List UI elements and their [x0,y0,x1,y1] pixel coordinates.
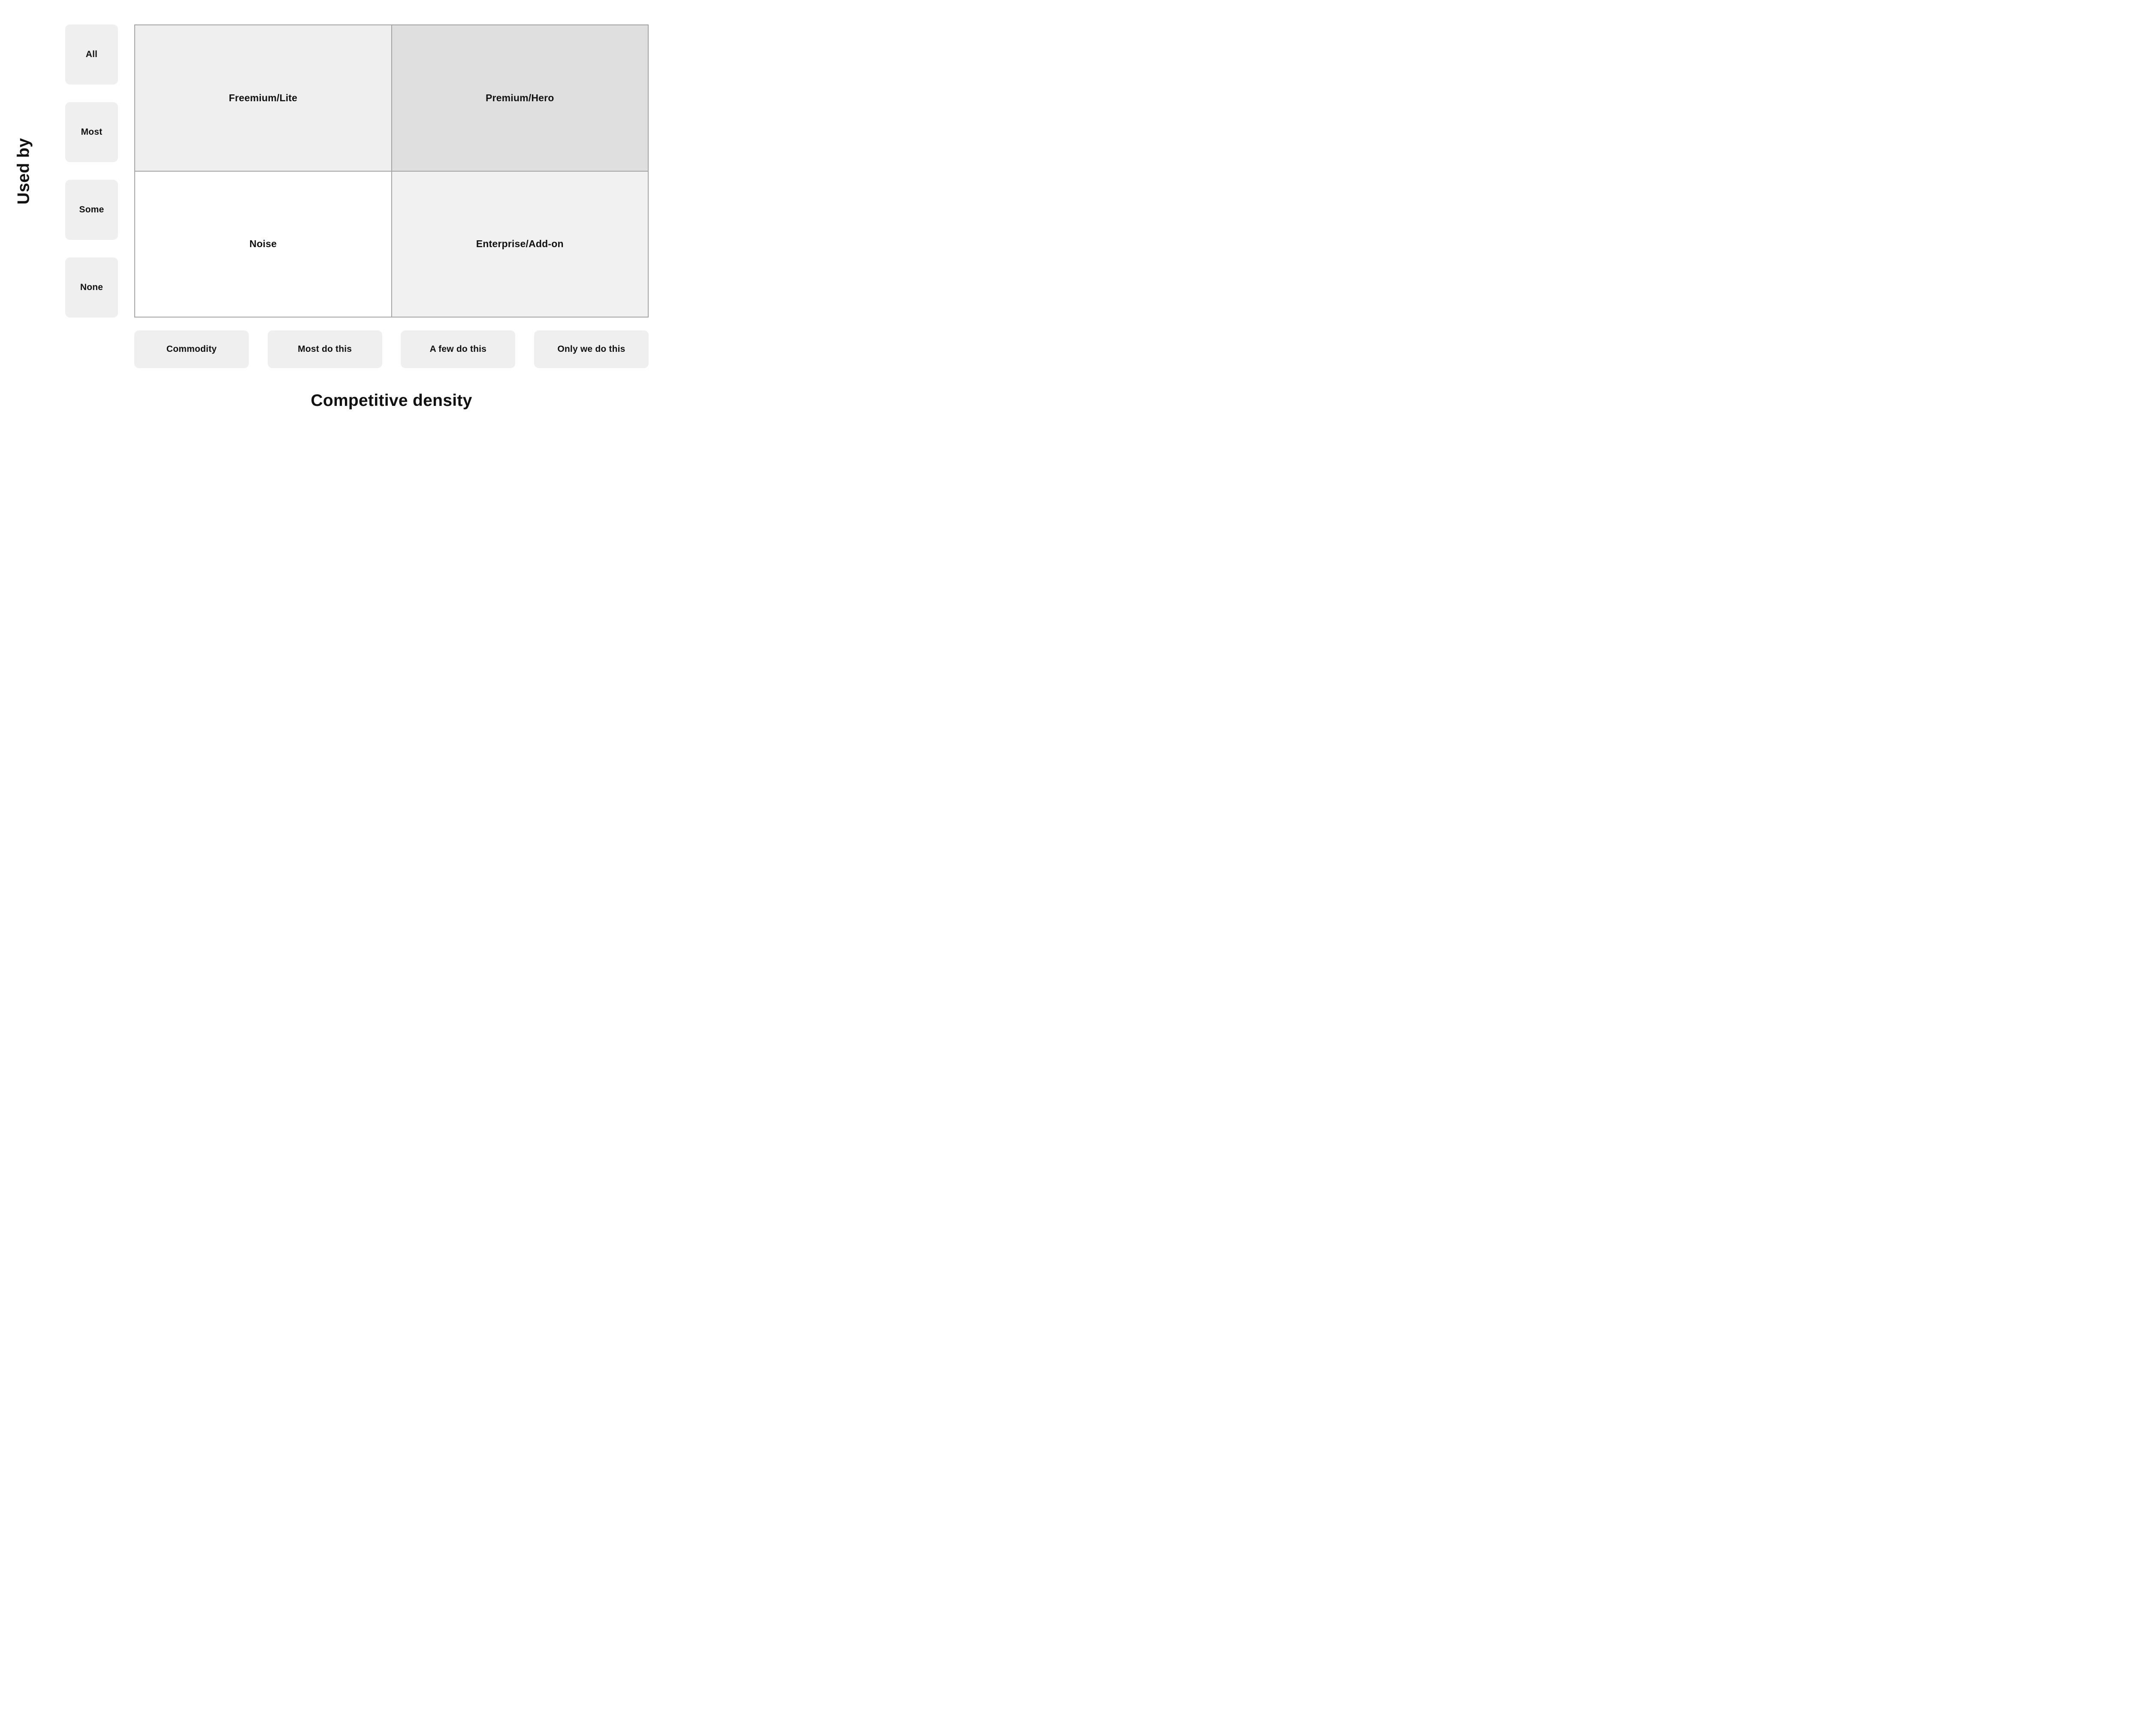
y-axis-label-text: None [80,282,103,292]
y-axis-label-text: All [85,49,98,59]
y-axis-label-text: Some [79,205,104,215]
strategy-matrix-diagram: Used by All Most Some None Freemium/Lite… [0,0,670,434]
y-axis-label-some: Some [65,180,118,240]
y-axis-label-all: All [65,24,118,85]
y-axis-title: Used by [8,24,40,318]
x-axis-title: Competitive density [134,391,649,410]
y-axis-label-text: Most [81,127,103,137]
quadrant-freemium-lite: Freemium/Lite [135,25,392,171]
x-axis-title-text: Competitive density [311,391,472,410]
x-axis-label-most-do-this: Most do this [267,330,382,368]
x-axis-labels: Commodity Most do this A few do this Onl… [134,330,649,368]
y-axis-labels: All Most Some None [65,24,118,318]
quadrant-label: Premium/Hero [485,92,554,103]
quadrant-noise: Noise [135,171,392,317]
y-axis-label-most: Most [65,102,118,162]
x-axis-label-a-few-do-this: A few do this [401,330,516,368]
x-axis-label-commodity: Commodity [134,330,249,368]
quadrant-premium-hero: Premium/Hero [391,25,648,171]
quadrant-label: Enterprise/Add-on [476,238,564,250]
quadrant-label: Freemium/Lite [229,92,298,103]
y-axis-title-text: Used by [15,137,33,205]
x-axis-label-text: Only we do this [557,344,625,354]
x-axis-label-text: A few do this [429,344,487,354]
x-axis-label-text: Commodity [166,344,217,354]
quadrant-label: Noise [249,238,277,250]
x-axis-label-only-we-do-this: Only we do this [534,330,649,368]
quadrant-enterprise-addon: Enterprise/Add-on [391,171,648,317]
quadrant-grid: Freemium/Lite Premium/Hero Noise Enterpr… [134,24,649,318]
y-axis-label-none: None [65,257,118,318]
x-axis-label-text: Most do this [298,344,352,354]
